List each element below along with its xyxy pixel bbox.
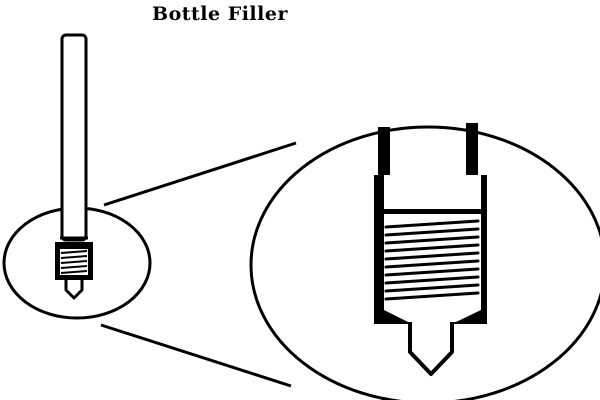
callout-lines (100, 141, 297, 388)
detail-magnify-circle (249, 125, 600, 400)
overview-nozzle-tip (64, 280, 84, 300)
detail-thread-lines (384, 219, 480, 301)
overview-bottle-filler (2, 33, 152, 320)
overview-filler-tube (60, 33, 88, 242)
detail-nozzle-chamfer (384, 310, 481, 322)
detail-nozzle-tip (408, 322, 454, 376)
overview-thread-lines (60, 250, 88, 274)
callout-line-top (103, 141, 297, 207)
detail-tube-wall-left (378, 127, 390, 175)
diagram-title: Bottle Filler (152, 3, 288, 25)
detail-upper-cavity (384, 175, 481, 209)
detail-tube-wall-right (466, 123, 478, 175)
magnified-detail (249, 123, 600, 400)
callout-line-bottom (100, 323, 292, 388)
